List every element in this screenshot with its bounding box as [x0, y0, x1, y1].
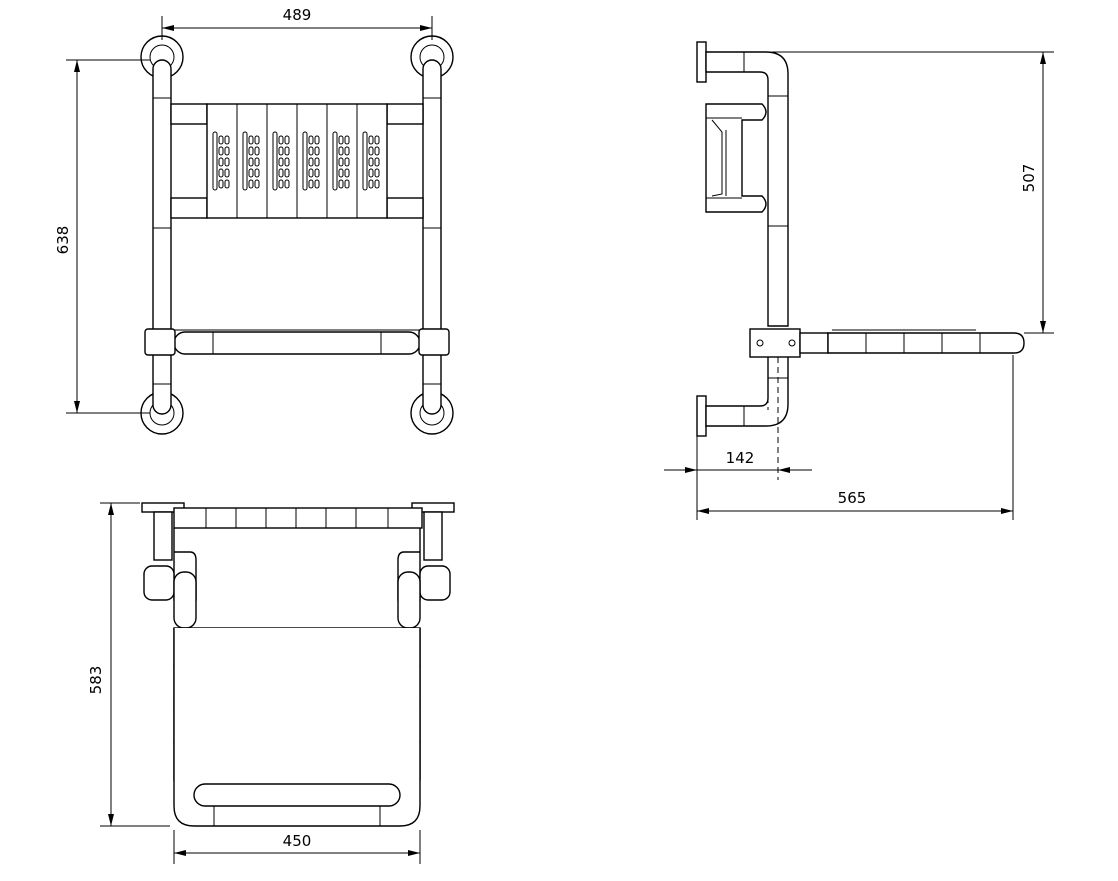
front-view	[140, 35, 454, 435]
front-hinge-right	[418, 328, 450, 356]
front-backrest-slots	[212, 131, 380, 191]
top-seat-front-rail	[173, 628, 421, 827]
dim-front-width: 489	[161, 6, 433, 40]
dim-side-height-label: 507	[1020, 164, 1038, 193]
dim-side-depth-label: 565	[838, 489, 867, 507]
front-seat-bar	[173, 331, 421, 355]
side-view	[696, 41, 1025, 480]
side-hinge-block	[749, 328, 801, 358]
dim-front-height: 638	[54, 59, 150, 414]
front-right-post	[422, 59, 442, 415]
front-hinge-left	[144, 328, 176, 356]
dim-front-width-label: 489	[283, 6, 312, 24]
dim-top-width-label: 450	[283, 832, 312, 850]
side-seat	[827, 332, 1025, 354]
dim-side-offset-label: 142	[726, 449, 755, 467]
dim-side-depth: 565	[697, 355, 1014, 520]
side-wall-plate-bottom	[696, 395, 707, 437]
dim-top-depth: 583	[87, 502, 170, 827]
dim-front-height-label: 638	[54, 226, 72, 255]
side-wall-plate-top	[696, 41, 707, 83]
dim-side-height: 507	[772, 51, 1054, 334]
dim-top-width: 450	[173, 830, 421, 864]
front-left-post	[152, 59, 172, 415]
dim-side-offset: 142	[664, 436, 812, 520]
dim-top-depth-label: 583	[87, 666, 105, 695]
top-view	[141, 502, 455, 827]
